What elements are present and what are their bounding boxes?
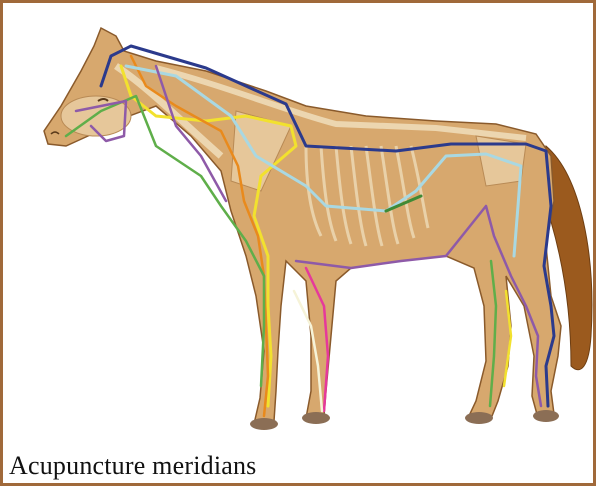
figure-caption: Acupuncture meridians xyxy=(9,451,257,481)
hoof-front-right xyxy=(302,412,330,424)
horse-body xyxy=(44,28,561,424)
hoof-back-left xyxy=(465,412,493,424)
hoof-back-right xyxy=(533,410,559,422)
hoof-front-left xyxy=(250,418,278,430)
horse-meridian-illustration xyxy=(6,6,596,446)
